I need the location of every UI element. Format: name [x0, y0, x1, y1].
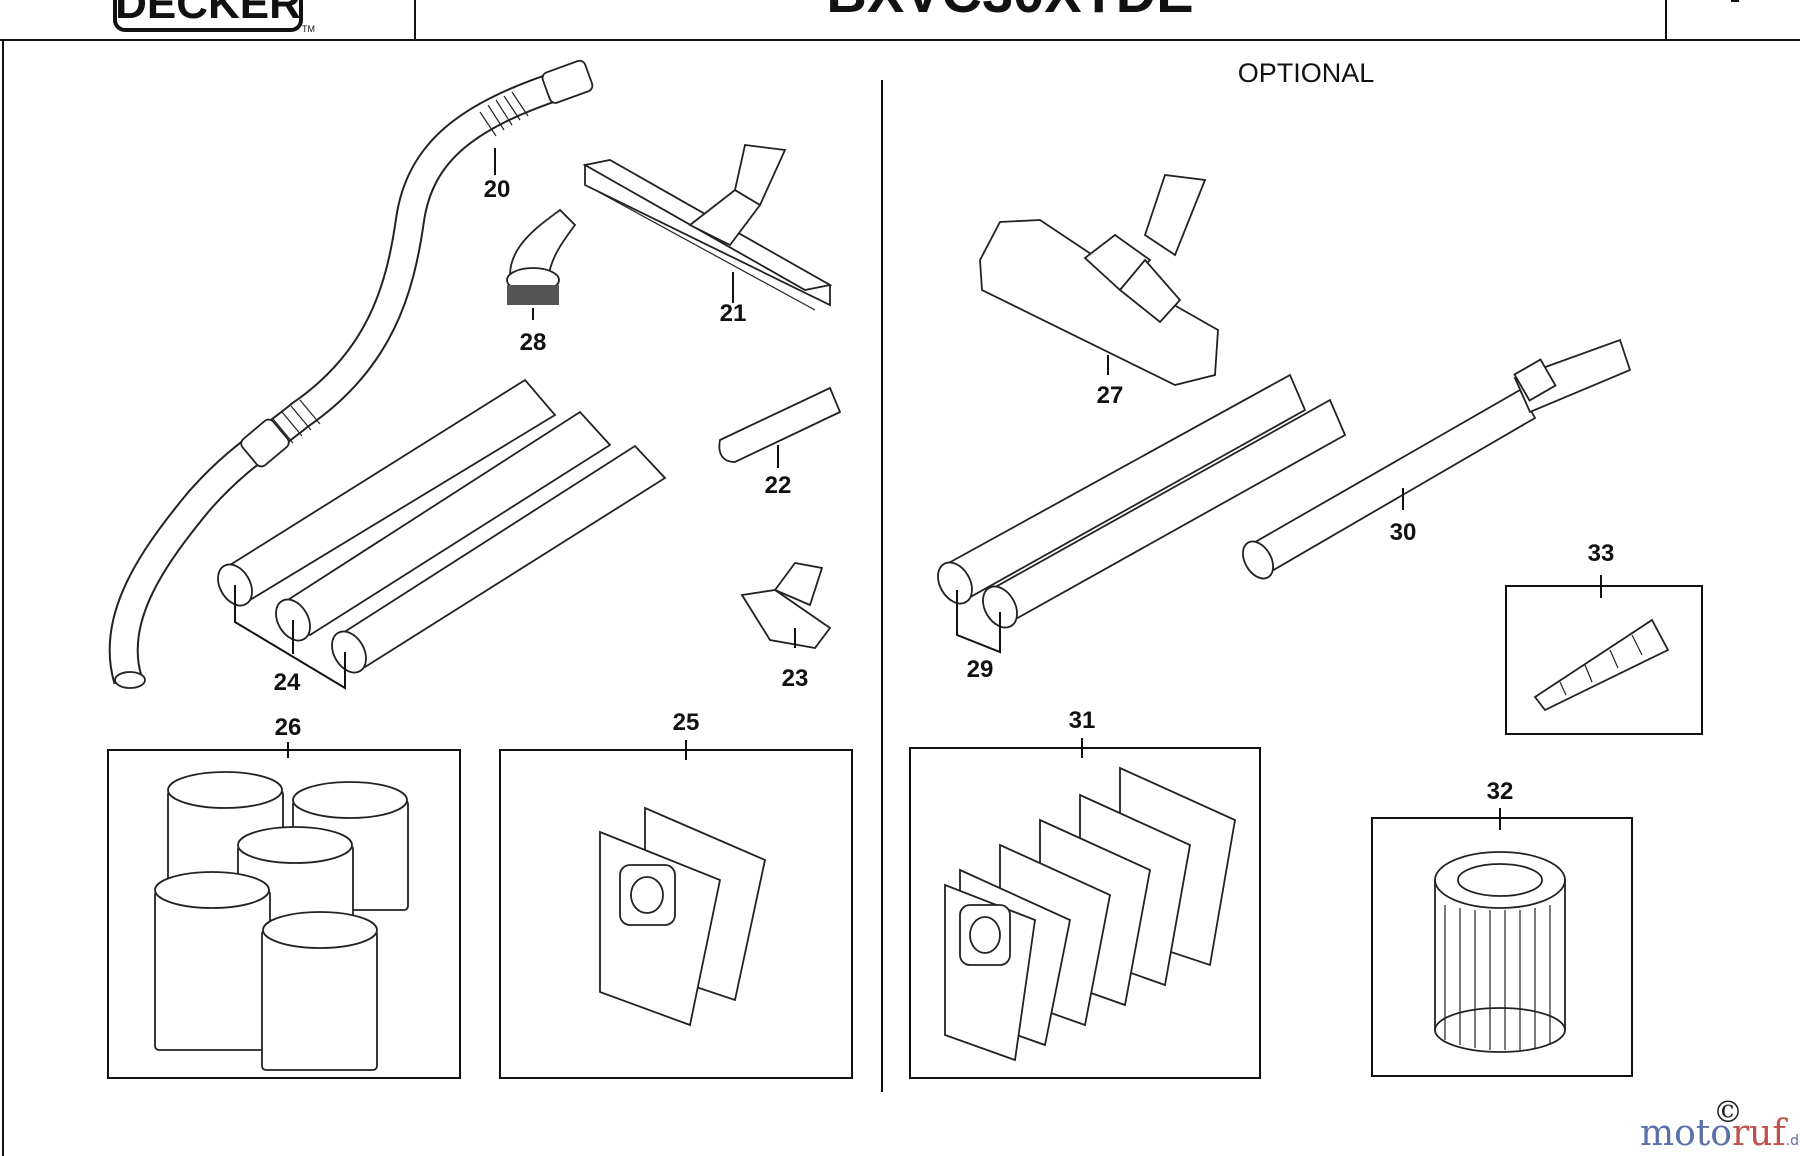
brand-name: DECKER: [115, 0, 301, 28]
part-30-telescopic-tube: 30: [1242, 338, 1632, 580]
part-23-upholstery-tool: 23: [740, 562, 832, 692]
part-22-crevice-tool: 22: [718, 386, 842, 499]
part-31-dust-bags: 31: [909, 707, 1261, 1079]
part-29-extension-tubes: 29: [937, 373, 1347, 683]
label-26: 26: [275, 714, 302, 741]
copyright-symbol: ©: [1713, 1095, 1743, 1130]
part-33-adapter: 33: [1505, 540, 1703, 735]
part-28-dust-brush: 28: [506, 208, 577, 356]
label-28: 28: [520, 329, 547, 356]
part-27-floor-nozzle: 27: [979, 174, 1219, 409]
part-21-floor-nozzle: 21: [582, 144, 833, 327]
label-33: 33: [1588, 540, 1615, 567]
label-32: 32: [1487, 778, 1514, 805]
part-26-foam-filters: 26: [107, 714, 461, 1079]
part-32-cartridge-filter: 32: [1371, 778, 1633, 1077]
model-number: BXVC30XTDE: [826, 0, 1193, 24]
label-24: 24: [274, 669, 301, 696]
label-25: 25: [673, 709, 700, 736]
label-22: 22: [765, 472, 792, 499]
brand-logo: DECKER TM: [113, 0, 315, 34]
label-23: 23: [782, 665, 809, 692]
label-20: 20: [484, 176, 511, 203]
label-30: 30: [1390, 519, 1417, 546]
part-24-extension-tubes: 24: [217, 378, 667, 696]
optional-heading: OPTIONAL: [1238, 58, 1375, 88]
part-20-hose: 20: [108, 59, 594, 689]
label-29: 29: [967, 656, 994, 683]
watermark-logo: © motoruf.de: [1640, 1095, 1800, 1154]
brand-trademark: TM: [302, 24, 315, 34]
watermark-text: motoruf.de: [1640, 1113, 1800, 1154]
label-31: 31: [1069, 707, 1096, 734]
label-21: 21: [720, 300, 747, 327]
page-mark: I: [1727, 0, 1743, 14]
label-27: 27: [1097, 382, 1124, 409]
part-25-dust-bags: 25: [499, 709, 853, 1079]
